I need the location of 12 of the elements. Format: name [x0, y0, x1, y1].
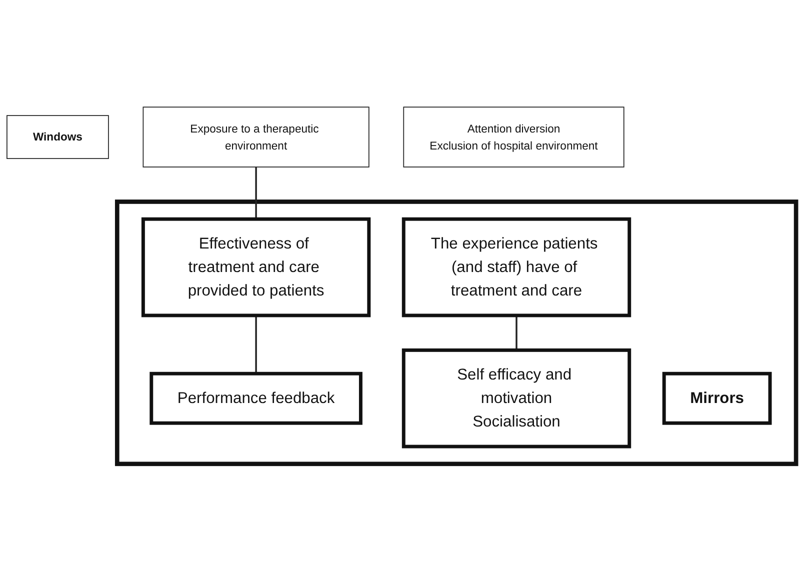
node-box: The experience patients (and staff) have of treatment and care [402, 217, 632, 318]
cluster [114, 200, 798, 466]
node-box: Effectiveness of treatment and care provided to patients [141, 217, 371, 318]
node-box: Mirrors [662, 372, 772, 425]
connector [255, 167, 257, 220]
node-box: Exposure to a therapeutic environment [142, 106, 370, 168]
connector [516, 315, 518, 350]
node-box: Performance feedback [150, 372, 362, 425]
connector [255, 315, 257, 374]
node-box: Attention diversion Exclusion of hospital environment [403, 106, 624, 168]
node-box: Windows [6, 115, 109, 159]
node-box: Self efficacy and motivation Socialisation [402, 348, 632, 448]
